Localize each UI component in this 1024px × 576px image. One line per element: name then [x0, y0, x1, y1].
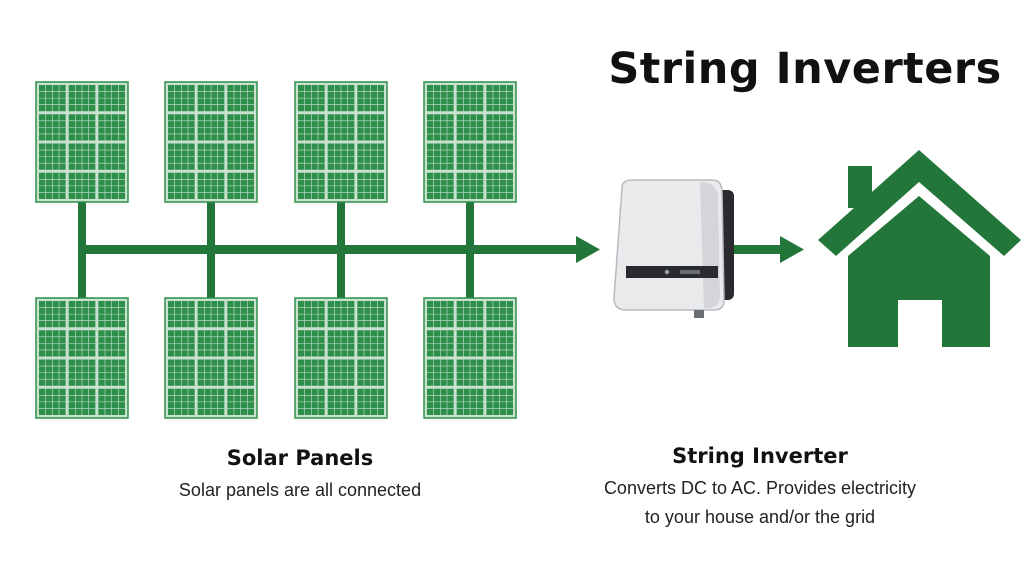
solar-panel-icon	[423, 297, 517, 419]
string-inverter-description-line-2: to your house and/or the grid	[644, 507, 876, 527]
diagram-title: String Inverters	[608, 44, 1002, 94]
solar-panel-icon	[294, 297, 388, 419]
inverter-icon	[613, 179, 734, 318]
string-inverter-caption: String Inverter Converts DC to AC. Provi…	[560, 444, 960, 532]
solar-panel-icon	[164, 81, 258, 203]
inverter-indicator-led	[664, 269, 670, 275]
inverter-display-strip	[626, 266, 718, 278]
solar-panel-icon	[35, 81, 129, 203]
inverter-brand-mark	[680, 270, 700, 274]
string-inverter-label: String Inverter	[672, 444, 848, 468]
panel-drop-wire-2	[207, 200, 215, 300]
house-roof	[818, 150, 1021, 256]
inverter-output-wire	[728, 245, 782, 254]
solar-panel-icon	[164, 297, 258, 419]
solar-panels-label: Solar Panels	[226, 446, 374, 470]
panel-drop-wire-3	[337, 200, 345, 300]
solar-panel-icon	[35, 297, 129, 419]
solar-panel-icon	[423, 81, 517, 203]
panel-drop-wire-1	[78, 200, 86, 300]
solar-panels-caption: Solar Panels Solar panels are all connec…	[120, 446, 480, 505]
arrow-to-house	[780, 236, 804, 263]
solar-panel-icon	[294, 81, 388, 203]
wiring	[78, 200, 804, 300]
solar-panels-description: Solar panels are all connected	[178, 480, 422, 500]
house-icon	[818, 150, 1021, 347]
panel-drop-wire-4	[466, 200, 474, 300]
solar-panel-array	[35, 81, 517, 419]
main-bus-wire	[78, 245, 578, 254]
inverter-connector	[694, 310, 704, 318]
arrow-to-inverter	[576, 236, 600, 263]
house-body	[848, 196, 990, 347]
string-inverter-description-line-1: Converts DC to AC. Provides electricity	[603, 478, 917, 498]
